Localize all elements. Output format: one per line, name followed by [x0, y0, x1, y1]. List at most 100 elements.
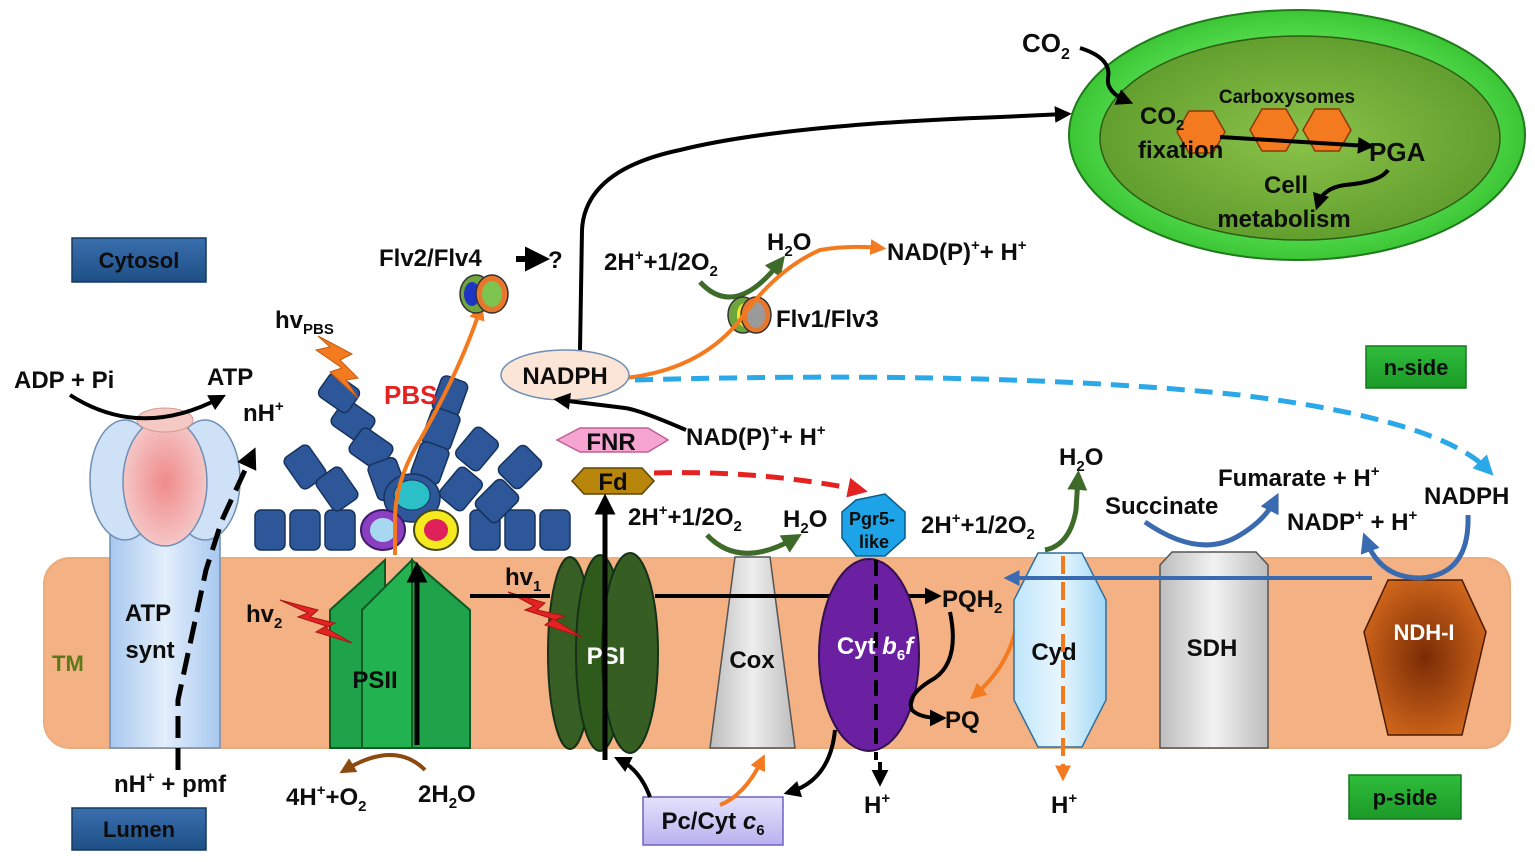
sdh-label: SDH — [1187, 635, 1238, 662]
n-side-label: n-side — [1384, 355, 1449, 380]
nadph-ndh-label: NADPH — [1424, 483, 1509, 510]
cyd-h2o-label: H2O — [1059, 444, 1103, 475]
carboxysome-1 — [1176, 110, 1226, 154]
cox-water-arrow — [705, 533, 802, 556]
cytosol-box: Cytosol — [71, 237, 207, 283]
pga-to-metabolism-arrow — [1312, 168, 1390, 211]
psi-complex: PSI — [547, 552, 659, 754]
carboxysome-arrow — [1219, 135, 1375, 154]
flv13-o2-label: 2H++1/2O2 — [604, 247, 718, 280]
nadph-to-flv13-arrow — [624, 239, 887, 380]
nadp-fnr-label: NAD(P)++ H+ — [686, 422, 826, 451]
cytosol-label: Cytosol — [99, 248, 180, 273]
nh-pmf-label: nH+ + pmf — [114, 769, 227, 798]
cox-o2-label: 2H++1/2O2 — [628, 502, 742, 535]
fnr-label: FNR — [586, 429, 635, 456]
hv2-label: hv2 — [246, 601, 282, 632]
cytb6f-label: Cyt b6f — [837, 633, 915, 664]
co2-fixation-label: CO2 — [1140, 103, 1184, 134]
light-bolt-psii-icon — [279, 599, 353, 644]
carboxysome-cell: Carboxysomes CO2 fixation PGA Cell metab… — [1068, 9, 1526, 261]
fd-node: Fd — [570, 467, 656, 496]
nadph-to-cell-arrow — [578, 106, 1072, 351]
pc-to-cox-arrow — [719, 754, 765, 807]
fixation-label: fixation — [1138, 137, 1223, 164]
fd-to-pgr5-arrow — [653, 470, 868, 498]
o2-evolution-label: 4H++O2 — [286, 782, 366, 815]
flv13-h2o-label: H2O — [767, 229, 811, 260]
carboxysome-3 — [1302, 108, 1352, 152]
atp-synthesis-arrow — [68, 393, 226, 421]
h-plus-cyd-label: H+ — [1051, 790, 1077, 819]
water-label: 2H2O — [418, 781, 476, 812]
pq-cycle-arrow — [908, 611, 955, 727]
fnr-to-nadph-arrow — [553, 392, 687, 432]
ndh-complex: NDH-I — [1363, 579, 1487, 736]
adp-pi-label: ADP + Pi — [14, 367, 114, 394]
metabolism-label: metabolism — [1217, 206, 1350, 233]
cell-label: Cell — [1264, 172, 1308, 199]
p-side-label: p-side — [1373, 785, 1438, 810]
hv-pbs-label: hvPBS — [275, 307, 334, 338]
n-side-box: n-side — [1365, 345, 1467, 389]
tm-label: TM — [52, 651, 84, 676]
nh-plus-label: nH+ — [243, 398, 284, 427]
succinate-to-fumarate-arrow — [1143, 492, 1279, 548]
cyd-complex: Cyd — [1013, 552, 1107, 748]
nadp-top-label: NAD(P)++ H+ — [887, 237, 1027, 266]
cyd-o2-label: 2H++1/2O2 — [921, 510, 1035, 543]
p-side-box: p-side — [1348, 774, 1462, 820]
pgr5-like-node: Pgr5- like — [841, 493, 906, 557]
fd-label: Fd — [598, 469, 627, 496]
flv24-label: Flv2/Flv4 — [379, 245, 482, 272]
atp-synt-label-1: ATP — [125, 600, 171, 627]
nadph-node-label: NADPH — [522, 363, 607, 390]
water-splitting-arrow — [339, 753, 427, 774]
pgr5-label-2: like — [859, 532, 889, 552]
ndh-nadph-arrow — [1360, 514, 1471, 581]
atp-label: ATP — [207, 364, 253, 391]
co2-uptake-arrow — [1079, 46, 1134, 105]
lumen-label: Lumen — [103, 817, 175, 842]
lumen-box: Lumen — [71, 807, 207, 851]
nadph-to-ndh-arrow — [634, 374, 1494, 476]
cyd-water-arrow — [1044, 470, 1088, 553]
pqh2-label: PQH2 — [942, 586, 1002, 617]
sdh-complex: SDH — [1159, 551, 1269, 749]
cox-complex: Cox — [709, 556, 796, 749]
nadp-ndh-label: NADP+ + H+ — [1287, 507, 1417, 536]
psii-label: PSII — [352, 667, 397, 694]
fumarate-label: Fumarate + H+ — [1218, 463, 1380, 492]
pq-label: PQ — [945, 707, 980, 734]
cox-label: Cox — [729, 647, 775, 674]
h-plus-b6f-label: H+ — [864, 790, 890, 819]
nadph-node: NADPH — [500, 349, 630, 401]
co2-outside-label: CO2 — [1022, 28, 1070, 63]
ndh-label: NDH-I — [1393, 620, 1454, 645]
proton-flow-arrow — [175, 447, 257, 770]
carboxysomes-label: Carboxysomes — [1219, 87, 1355, 108]
pga-label: PGA — [1369, 137, 1426, 167]
cytb6f-complex: Cyt b6f — [818, 558, 920, 760]
flv13-label: Flv1/Flv3 — [776, 306, 879, 333]
psii-complex: PSII — [329, 557, 471, 749]
pbs-label: PBS — [384, 380, 437, 410]
flv13-water-arrow — [698, 255, 785, 300]
succinate-label: Succinate — [1105, 493, 1218, 520]
pc-cyt-c6-label: Pc/Cyt c6 — [661, 808, 764, 839]
atp-synthase: ATP synt — [89, 407, 241, 749]
cyd-label: Cyd — [1031, 639, 1076, 666]
flv24-protein — [459, 274, 509, 314]
pc-to-psi-arrow — [613, 756, 652, 798]
flv24-unknown: ? — [548, 247, 563, 274]
pc-cyt-c6-node: Pc/Cyt c6 — [642, 796, 784, 846]
atp-synt-label-2: synt — [125, 637, 174, 664]
fnr-node: FNR — [555, 427, 670, 456]
b6f-to-pc-arrow — [783, 729, 837, 798]
pgr5-label-1: Pgr5- — [849, 509, 895, 529]
hv1-label: hv1 — [505, 564, 541, 595]
phycobilisome — [254, 372, 571, 551]
light-bolt-pbs-icon — [314, 335, 360, 399]
